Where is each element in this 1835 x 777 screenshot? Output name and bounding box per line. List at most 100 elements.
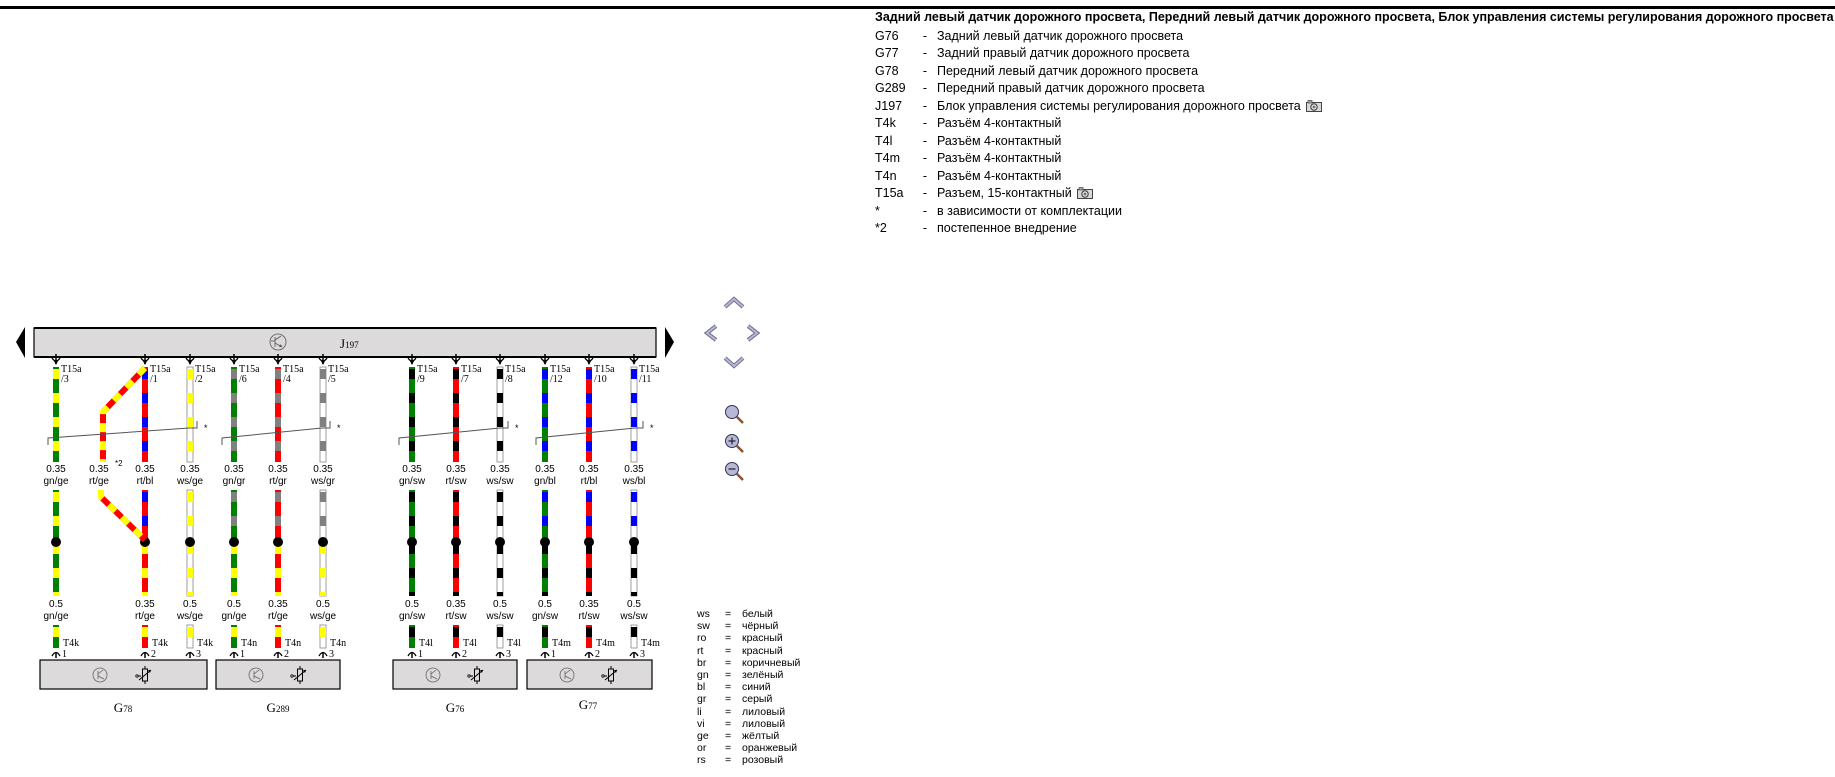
wire-segment-lower[interactable] <box>586 542 592 596</box>
wire-segment-sensor[interactable] <box>275 625 281 648</box>
wire-segment-diagonal[interactable] <box>100 365 148 462</box>
wire-segment-top[interactable] <box>409 367 415 462</box>
wire-segment-sensor[interactable] <box>319 624 327 649</box>
wire-segment-top[interactable] <box>496 366 504 463</box>
wire-segment-mid[interactable] <box>186 489 194 543</box>
connector-label: T15a <box>61 364 82 375</box>
wire-segment-top[interactable] <box>186 366 194 463</box>
connector-label: T15a <box>283 364 304 375</box>
sensor-connector-pin: 3 <box>640 649 645 660</box>
pan-left-icon[interactable] <box>703 324 718 342</box>
wire-segment-top[interactable] <box>542 367 548 462</box>
wire-segment-mid[interactable] <box>542 490 548 542</box>
wire-segment-lower[interactable] <box>53 542 59 596</box>
wire-segment-sensor[interactable] <box>231 625 237 648</box>
connector-label: T15a <box>195 364 216 375</box>
wire-color-label: rt/bl <box>137 476 154 487</box>
wire-color-label: gn/bl <box>534 476 556 487</box>
sensor-connector-label: T4k <box>197 638 213 649</box>
legend-dash: - <box>922 168 928 183</box>
wire-segment-mid[interactable] <box>496 489 504 543</box>
wire-segment-sensor[interactable] <box>142 625 148 648</box>
wire-color-label: rt/ge <box>89 476 109 487</box>
wire-segment-lower[interactable] <box>409 542 415 596</box>
wire-segment-top[interactable] <box>53 367 59 462</box>
scroll-left-arrow[interactable] <box>16 327 25 358</box>
wire-segment-lower[interactable] <box>319 541 327 597</box>
zoom-in-icon[interactable] <box>725 434 744 453</box>
wire-segment-top[interactable] <box>453 367 459 462</box>
wire-segment-sensor[interactable] <box>409 625 415 648</box>
wire-segment-sensor[interactable] <box>542 625 548 648</box>
color-legend-item: rs=розовый <box>697 754 800 766</box>
wire-color-label: ws/ge <box>176 611 204 622</box>
wire-segment-mid[interactable] <box>586 490 592 542</box>
wire-segment-top[interactable] <box>319 366 327 463</box>
wire-segment-lower[interactable] <box>453 542 459 596</box>
control-unit-j197[interactable]: J197 <box>33 327 657 358</box>
sensor-g289[interactable]: G289 <box>215 659 341 715</box>
legend-dash: - <box>922 81 928 96</box>
wire-color-label: ws/ge <box>309 611 337 622</box>
connector-label: T15a <box>639 364 660 375</box>
wire-segment-lower[interactable] <box>275 542 281 596</box>
wire-segment-mid[interactable] <box>319 489 327 543</box>
wire-color-label: ws/sw <box>485 476 514 487</box>
legend-item: *-в зависимости от комплектации <box>875 202 1835 220</box>
zoom-icon[interactable] <box>725 405 744 424</box>
legend-item: G289-Передний правый датчик дорожного пр… <box>875 80 1835 98</box>
connector-pin-icon <box>451 651 461 658</box>
wire-segment-lower[interactable] <box>630 541 638 597</box>
wire-segment-top[interactable] <box>231 367 237 462</box>
top-divider <box>0 6 1835 9</box>
color-eq: = <box>725 754 732 767</box>
wire-segment-sensor[interactable] <box>496 624 504 649</box>
wire-segment-top[interactable] <box>586 367 592 462</box>
wire-segment-lower[interactable] <box>542 542 548 596</box>
sensor-g76[interactable]: G76 <box>392 659 518 715</box>
color-code: gr <box>697 693 707 706</box>
wire-segment-sensor[interactable] <box>453 625 459 648</box>
pan-down-icon[interactable] <box>723 356 745 369</box>
wire-segment-mid[interactable] <box>630 489 638 543</box>
camera-icon[interactable] <box>1305 99 1322 112</box>
pan-right-icon[interactable] <box>746 324 760 342</box>
connector-pin-label: /11 <box>639 374 651 385</box>
scroll-right-arrow[interactable] <box>665 327 674 358</box>
transistor-icon <box>92 667 108 683</box>
zoom-out-icon[interactable] <box>725 462 744 481</box>
wire-segment-top[interactable] <box>142 367 148 462</box>
wire-segment-lower[interactable] <box>142 542 148 596</box>
wire-size-label: 0.35 <box>89 464 109 475</box>
connector-label: T15a <box>594 364 615 375</box>
wire-segment-sensor[interactable] <box>53 625 59 648</box>
wire-segment-mid[interactable] <box>231 490 237 542</box>
wire-segment-mid[interactable] <box>409 490 415 542</box>
wire-segment-mid[interactable] <box>142 490 148 542</box>
wire-segment-sensor[interactable] <box>186 624 194 649</box>
wire-segment-lower[interactable] <box>186 541 194 597</box>
wire-color-label: ws/ge <box>176 476 204 487</box>
sensor-connector-label: T4l <box>463 638 477 649</box>
color-code: sw <box>697 620 710 633</box>
wire-segment-sensor[interactable] <box>630 624 638 649</box>
wire-segment-top[interactable] <box>275 367 281 462</box>
wire-segment-mid[interactable] <box>453 490 459 542</box>
wire-segment-mid[interactable] <box>53 490 59 542</box>
wire-segment-lower[interactable] <box>231 542 237 596</box>
connector-pin-icon <box>185 354 195 365</box>
sensor-g77[interactable]: G77 <box>526 659 653 712</box>
wire-segment-sensor[interactable] <box>586 625 592 648</box>
wire-segment-top[interactable] <box>630 366 638 463</box>
wire-segment-diagonal-lower[interactable] <box>98 490 148 543</box>
sensor-g78[interactable]: G78 <box>39 659 208 715</box>
color-legend-item: ge=жёлтый <box>697 730 800 742</box>
color-eq: = <box>725 669 732 682</box>
wire-segment-lower[interactable] <box>496 541 504 597</box>
pan-up-icon[interactable] <box>723 296 745 309</box>
color-name: зелёный <box>742 669 784 682</box>
wire-segment-mid[interactable] <box>275 490 281 542</box>
camera-icon[interactable] <box>1076 187 1093 200</box>
